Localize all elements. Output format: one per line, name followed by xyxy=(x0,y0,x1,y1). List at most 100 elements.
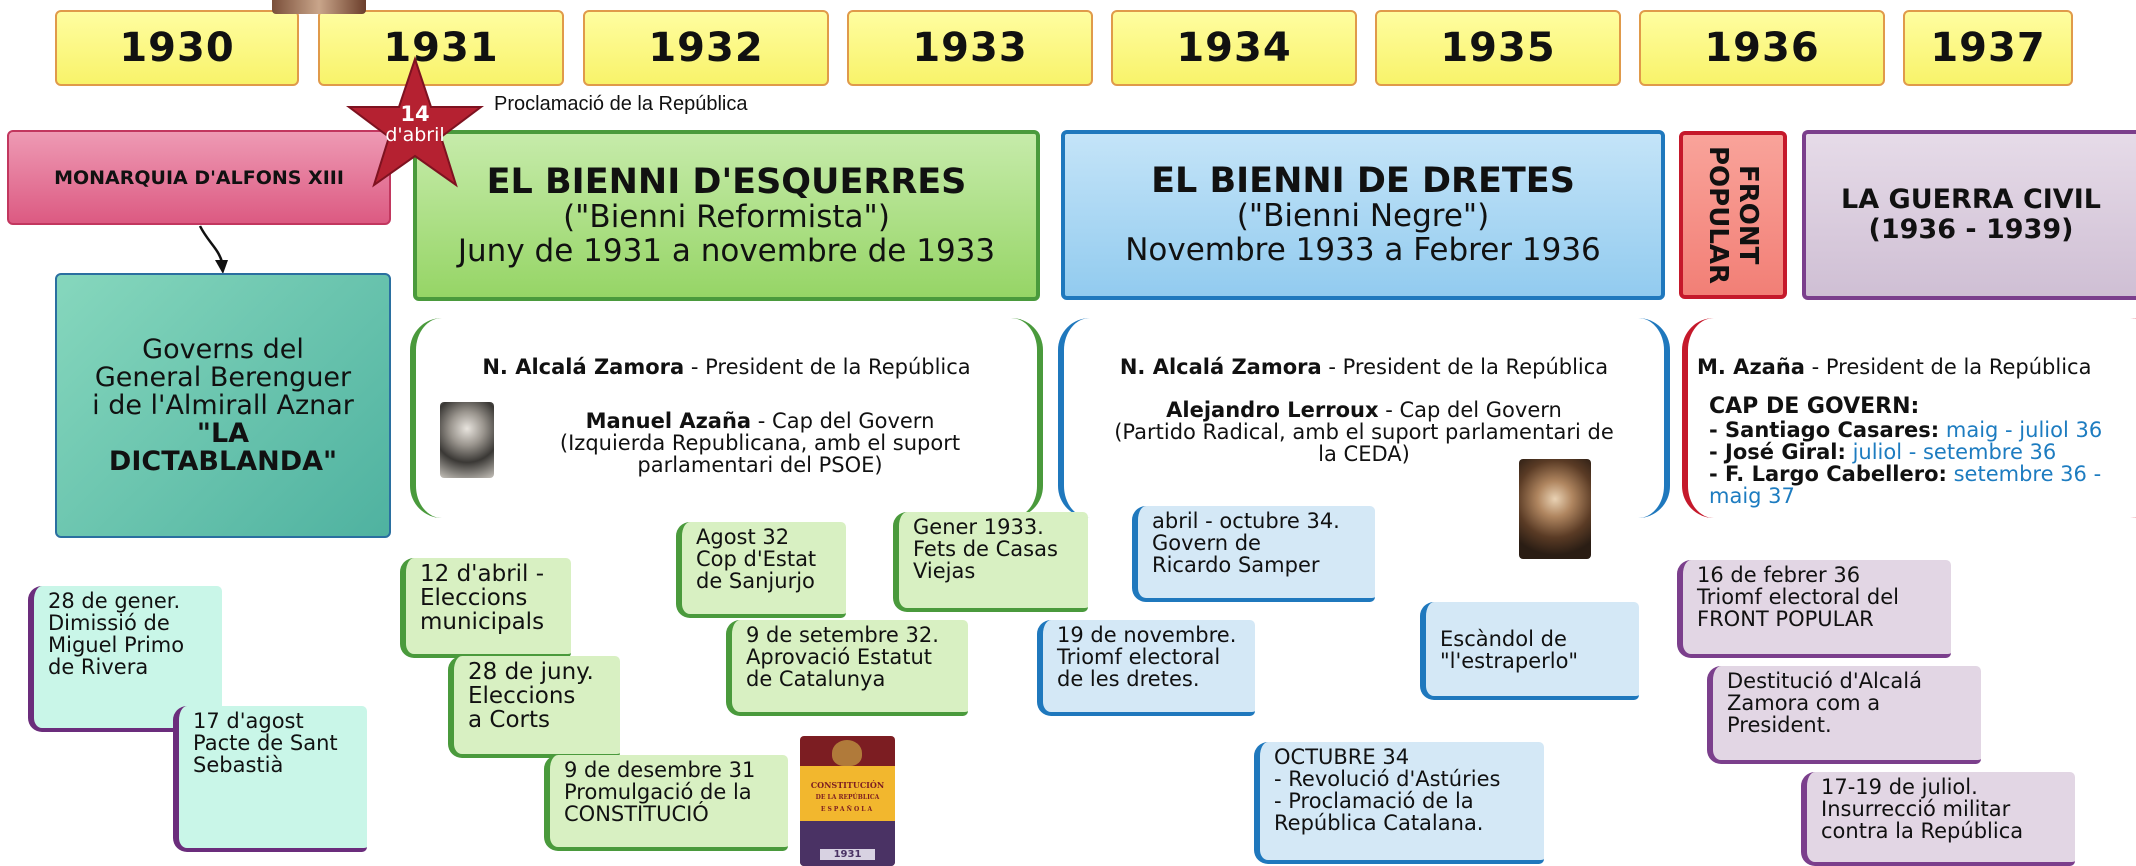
panel-dretes-gov-line2: (Partido Radical, amb el suport parlamen… xyxy=(1114,420,1614,444)
year-1931: 1931 xyxy=(318,10,564,86)
event-card-desembre9: 9 de desembre 31 Promulgació de la CONST… xyxy=(544,755,788,851)
panel-dretes-president: N. Alcalá Zamora - President de la Repúb… xyxy=(1068,356,1660,378)
event-estraperlo-text: Escàndol de "l'estraperlo" xyxy=(1440,627,1579,673)
panel-guerra-last: maig 37 xyxy=(1709,484,1795,508)
year-1934: 1934 xyxy=(1111,10,1357,86)
monarchy-label: MONARQUIA D'ALFONS XIII xyxy=(54,166,344,189)
year-1936: 1936 xyxy=(1639,10,1885,86)
constitucion-book: CONSTITUCIÓN DE LA REPÚBLICA ESPAÑOLA 19… xyxy=(800,736,895,866)
event-febrer16-text: 16 de febrer 36 Triomf electoral del FRO… xyxy=(1697,563,1899,631)
event-card-agost32: Agost 32 Cop d'Estat de Sanjurjo xyxy=(676,522,846,618)
azana-photo xyxy=(440,402,494,478)
event-card-novembre19: 19 de novembre. Triomf electoral de les … xyxy=(1037,620,1255,716)
panel-esquerres-president-name: N. Alcalá Zamora xyxy=(482,355,685,379)
panel-guerra-row-1-dates: maig - juliol 36 xyxy=(1939,418,2103,442)
star-day: 14 xyxy=(400,102,430,126)
arrow-icon xyxy=(198,225,228,274)
year-1935: 1935 xyxy=(1375,10,1621,86)
year-1932: 1932 xyxy=(583,10,829,86)
event-card-setembre9: 9 de setembre 32. Aprovació Estatut de C… xyxy=(726,620,968,716)
dictablanda-box: Governs del General Berenguer i de l'Alm… xyxy=(55,273,391,538)
constitucion-l1: CONSTITUCIÓN xyxy=(810,780,885,790)
year-1937: 1937 xyxy=(1903,10,2073,86)
event-abril12-text: 12 d'abril - Eleccions municipals xyxy=(420,561,545,635)
panel-guerra-row-3: - F. Largo Cabellero: setembre 36 - xyxy=(1709,463,2129,485)
event-card-gener1933: Gener 1933. Fets de Casas Viejas xyxy=(893,512,1088,612)
panel-guerra-row-2-dates: juliol - setembre 36 xyxy=(1845,440,2057,464)
event-abril34-text: abril - octubre 34. Govern de Ricardo Sa… xyxy=(1152,509,1340,577)
guerra-civil-title: LA GUERRA CIVIL xyxy=(1841,184,2101,215)
constitucion-yellow-band xyxy=(800,766,895,821)
event-card-abril12: 12 d'abril - Eleccions municipals xyxy=(400,558,571,658)
bienni-esquerres-banner: EL BIENNI D'ESQUERRES ("Bienni Reformist… xyxy=(413,130,1040,301)
bienni-dretes-subtitle: ("Bienni Negre") xyxy=(1236,198,1490,234)
event-gener28-text: 28 de gener. Dimissió de Miguel Primo de… xyxy=(48,589,185,679)
event-card-febrer16: 16 de febrer 36 Triomf electoral del FRO… xyxy=(1677,560,1951,658)
year-1933: 1933 xyxy=(847,10,1093,86)
panel-dretes-gov-line3: la CEDA) xyxy=(1318,442,1410,466)
event-card-juny28: 28 de juny. Eleccions a Corts xyxy=(448,656,620,758)
panel-esquerres-president: N. Alcalá Zamora - President de la Repúb… xyxy=(420,356,1033,378)
year-1930: 1930 xyxy=(55,10,299,86)
guerra-civil-dates: (1936 - 1939) xyxy=(1868,214,2074,245)
panel-guerra-row-1: - Santiago Casares: maig - juliol 36 xyxy=(1709,419,2129,441)
panel-dretes-president-name: N. Alcalá Zamora xyxy=(1119,355,1322,379)
panel-dretes-president-role: - President de la República xyxy=(1321,355,1609,379)
bienni-dretes-banner: EL BIENNI DE DRETES ("Bienni Negre") Nov… xyxy=(1061,130,1665,300)
event-card-destitucio: Destitució d'Alcalá Zamora com a Preside… xyxy=(1707,666,1981,764)
bienni-esquerres-dates: Juny de 1931 a novembre de 1933 xyxy=(457,232,996,269)
panel-guerra-president-role: - President de la República xyxy=(1804,355,2092,379)
panel-esquerres-gov-line3: parlamentari del PSOE) xyxy=(637,453,883,477)
guerra-civil-banner: LA GUERRA CIVIL (1936 - 1939) xyxy=(1802,130,2136,300)
event-juny28-text: 28 de juny. Eleccions a Corts xyxy=(468,659,594,733)
event-card-abril34: abril - octubre 34. Govern de Ricardo Sa… xyxy=(1132,506,1375,602)
event-desembre9-text: 9 de desembre 31 Promulgació de la CONST… xyxy=(564,758,756,826)
event-setembre9-text: 9 de setembre 32. Aprovació Estatut de C… xyxy=(746,623,939,691)
constitucion-l2: DE LA REPÚBLICA xyxy=(815,794,880,801)
constitucion-year: 1931 xyxy=(820,849,875,860)
front-popular-banner: FRONT POPULAR xyxy=(1679,131,1787,299)
front-popular-label: FRONT POPULAR xyxy=(1703,145,1763,285)
dictablanda-line5: DICTABLANDA" xyxy=(108,445,338,477)
constitucion-crest xyxy=(832,740,862,766)
panel-guerra-row-1-name: - Santiago Casares: xyxy=(1709,418,1940,442)
panel-guerra-row-3-name: - F. Largo Cabellero: xyxy=(1709,462,1947,486)
bienni-dretes-title: EL BIENNI DE DRETES xyxy=(1151,161,1575,201)
event-agost32-text: Agost 32 Cop d'Estat de Sanjurjo xyxy=(696,525,817,593)
star-caption: Proclamació de la República xyxy=(494,93,748,115)
panel-guerra-president-name: M. Azaña xyxy=(1697,355,1805,379)
panel-guerra-heading: CAP DE GOVERN: xyxy=(1709,394,1920,419)
panel-esquerres-gov-line2: (Izquierda Republicana, amb el suport xyxy=(559,431,961,455)
panel-guerra xyxy=(1682,318,2136,518)
event-card-estraperlo: Escàndol de "l'estraperlo" xyxy=(1420,602,1639,700)
bienni-dretes-dates: Novembre 1933 a Febrer 1936 xyxy=(1125,232,1601,268)
dictablanda-line3: i de l'Almirall Aznar xyxy=(92,389,354,421)
dictablanda-line4: "LA xyxy=(196,417,250,449)
event-novembre19-text: 19 de novembre. Triomf electoral de les … xyxy=(1057,623,1237,691)
star-month: d'abril xyxy=(385,124,445,146)
constitucion-l3: ESPAÑOLA xyxy=(820,806,875,813)
event-card-agost17: 17 d'agost Pacte de Sant Sebastià xyxy=(173,706,367,852)
panel-guerra-row-2-name: - José Giral: xyxy=(1709,440,1846,464)
bienni-esquerres-subtitle: ("Bienni Reformista") xyxy=(563,198,890,235)
event-card-juliol17: 17-19 de juliol. Insurrecció militar con… xyxy=(1801,772,2075,866)
bienni-esquerres-title: EL BIENNI D'ESQUERRES xyxy=(486,161,967,202)
panel-esquerres-gov: Manuel Azaña - Cap del Govern xyxy=(495,410,1025,432)
panel-esquerres xyxy=(410,318,1043,518)
panel-esquerres-president-role: - President de la República xyxy=(684,355,971,379)
panel-esquerres-gov-role: - Cap del Govern xyxy=(751,409,935,433)
event-card-octubre34: OCTUBRE 34 - Revolució d'Astúries - Proc… xyxy=(1254,742,1544,864)
panel-guerra-row-3-dates: setembre 36 - xyxy=(1946,462,2102,486)
panel-dretes-gov: Alejandro Lerroux - Cap del Govern xyxy=(1068,399,1660,421)
monarchy-banner: MONARQUIA D'ALFONS XIII xyxy=(7,130,391,225)
panel-dretes xyxy=(1058,318,1670,518)
panel-esquerres-gov-name: Manuel Azaña xyxy=(585,409,752,433)
cropped-photo xyxy=(272,0,366,14)
star-icon xyxy=(346,55,484,188)
event-octubre34-text: OCTUBRE 34 - Revolució d'Astúries - Proc… xyxy=(1274,745,1501,835)
panel-dretes-gov-role: - Cap del Govern xyxy=(1378,398,1562,422)
event-gener1933-text: Gener 1933. Fets de Casas Viejas xyxy=(913,515,1058,583)
panel-dretes-gov-name: Alejandro Lerroux xyxy=(1166,398,1379,422)
lerroux-photo xyxy=(1519,459,1591,559)
event-agost17-text: 17 d'agost Pacte de Sant Sebastià xyxy=(193,709,338,777)
